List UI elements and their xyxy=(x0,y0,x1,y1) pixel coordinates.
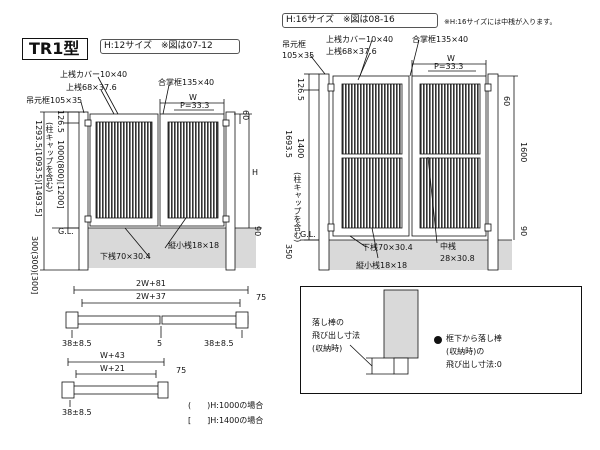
plan-single-w-inner: W+21 xyxy=(100,364,125,373)
inset-label-3: (収納時) xyxy=(312,344,343,353)
plan-double-center: 5 xyxy=(157,339,163,348)
left-label-bottom-rail: 下桟70×30.4 xyxy=(100,252,151,261)
right-dim-90: 90 xyxy=(519,226,528,237)
plan-single-post: 75 xyxy=(176,366,187,375)
right-dim-60: 60 xyxy=(502,96,511,107)
left-dim-total: 1293.5(1093.5)[1493.5] xyxy=(34,120,43,217)
r-right-post xyxy=(487,73,499,271)
model-title: TR1型 xyxy=(29,39,80,58)
right-label-latch-frame: 合掌框135×40 xyxy=(412,35,469,44)
right-label-p: P=33.3 xyxy=(434,62,464,71)
right-latch-top xyxy=(222,119,230,127)
right-dim-1600: 1600 xyxy=(519,142,528,163)
plan-single xyxy=(61,358,169,407)
right-label-bottom-rail: 下桟70×30.4 xyxy=(362,243,413,252)
right-latch-bottom xyxy=(222,215,230,223)
inset-detail xyxy=(349,289,419,375)
plan-double-w-outer: 2W+81 xyxy=(136,279,166,288)
right-label-upper-cover: 上桟カバー10×40 xyxy=(326,35,394,44)
left-dim-126: 126.5 xyxy=(56,110,65,133)
left-label-p: P=33.3 xyxy=(180,101,210,110)
right-label-vertical-slat: 縦小桟18×18 xyxy=(356,261,408,270)
left-leaf-slats xyxy=(95,121,153,219)
right-size-note: H:16サイズ ※図は08-16 xyxy=(286,15,395,25)
left-hinge-top xyxy=(84,119,92,127)
r-right-leaf-slats-top xyxy=(419,83,481,155)
left-label-h: H xyxy=(252,168,259,177)
inset-drop-rod xyxy=(393,357,409,375)
inset-frame xyxy=(300,286,582,394)
left-dim-height: 1000(800)[1200] xyxy=(56,140,65,209)
plan-double-leaf-left xyxy=(73,315,161,325)
right-dim-1400: 1400 xyxy=(296,138,305,159)
left-dim-90: 90 xyxy=(253,226,262,237)
right-label-post-frame-size: 105×35 xyxy=(282,51,315,60)
left-dim-embed: 300(300)[300] xyxy=(30,236,39,295)
left-size-note-box xyxy=(100,39,240,54)
right-dim-total: 1693.5 xyxy=(284,130,293,158)
plan-double xyxy=(65,286,249,338)
right-ground-band xyxy=(322,240,512,270)
plan-single-leaf xyxy=(69,385,163,395)
plan-single-post xyxy=(61,381,75,399)
bullet-icon xyxy=(434,336,442,344)
right-dim-350: 350 xyxy=(284,244,293,260)
plan-double-post-left xyxy=(65,311,79,329)
right-dim-total-note: (柱キャップを含む) xyxy=(293,172,302,243)
plan-double-post-right xyxy=(235,311,249,329)
inset-note-3: 飛び出し寸法:0 xyxy=(446,360,502,369)
left-elevation xyxy=(40,76,262,271)
r-right-leaf-slats-bottom xyxy=(419,157,481,229)
left-dim-total-note: (柱キャップを含む) xyxy=(45,122,54,193)
r-left-leaf-slats-top xyxy=(341,83,403,155)
left-label-w: W xyxy=(189,93,197,102)
left-label-latch-frame: 合掌框135×40 xyxy=(158,78,215,87)
left-label-upper-rail: 上桟68×37.6 xyxy=(66,83,117,92)
inset-note-2: (収納時)の xyxy=(446,347,485,356)
inset-label-2: 飛び出し寸法 xyxy=(312,331,360,340)
right-label-middle-rail-size: 28×30.8 xyxy=(440,254,475,263)
plan-double-left-offset: 38±8.5 xyxy=(62,339,92,348)
plan-double-leaf-right xyxy=(161,315,249,325)
left-label-vertical-slat: 縦小桟18×18 xyxy=(168,241,220,250)
right-post xyxy=(225,111,236,271)
plan-double-right-offset: 38±8.5 xyxy=(204,339,234,348)
legend-paren: ( )H:1000の場合 xyxy=(188,401,264,410)
left-post xyxy=(78,111,89,271)
right-label-gl: G.L. xyxy=(300,230,316,239)
right-label-middle-rail: 中桟 xyxy=(440,242,456,251)
plan-single-offset: 38±8.5 xyxy=(62,408,92,417)
plan-single-w-outer: W+43 xyxy=(100,351,125,360)
model-title-box: TR1型 xyxy=(22,38,88,60)
inset-frame-bottom xyxy=(383,289,419,359)
legend-bracket: [ ]H:1400の場合 xyxy=(188,416,264,425)
right-leaf-slats xyxy=(167,121,219,219)
right-size-note-box xyxy=(282,13,438,28)
left-label-gl: G.L. xyxy=(58,227,74,236)
left-label-post-frame: 吊元框105×35 xyxy=(26,96,83,105)
inset-note-1: 框下から落し棒 xyxy=(446,334,502,343)
left-hinge-bottom xyxy=(84,215,92,223)
right-label-post-frame: 吊元框 xyxy=(282,40,306,49)
right-label-w: W xyxy=(447,54,455,63)
right-side-note: ※H:16サイズには中桟が入ります。 xyxy=(444,18,557,26)
right-dim-126: 126.5 xyxy=(296,78,305,101)
r-left-leaf-slats-bottom xyxy=(341,157,403,229)
right-elevation xyxy=(300,39,518,271)
left-size-note: H:12サイズ ※図は07-12 xyxy=(104,41,213,51)
left-dim-60: 60 xyxy=(241,110,250,121)
plan-double-w-inner: 2W+37 xyxy=(136,292,166,301)
plan-double-post: 75 xyxy=(256,293,267,302)
right-label-upper-rail: 上桟68×37.6 xyxy=(326,47,377,56)
left-label-upper-cover: 上桟カバー10×40 xyxy=(60,70,128,79)
inset-label-1: 落し棒の xyxy=(312,318,344,327)
r-left-post xyxy=(318,73,330,271)
